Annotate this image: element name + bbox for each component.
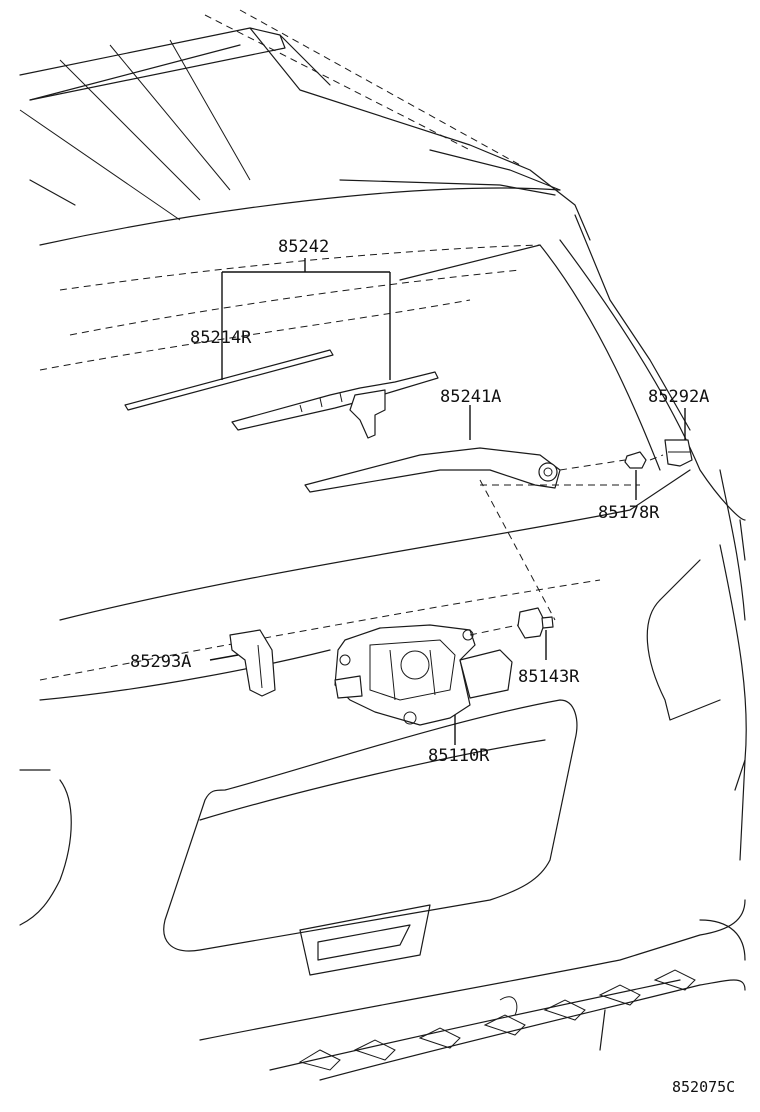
- rear-wiper-motor: [334, 624, 513, 726]
- label-85293A: 85293A: [130, 652, 191, 672]
- label-85292A: 85292A: [648, 387, 709, 407]
- label-85143R: 85143R: [518, 667, 580, 687]
- label-85178R: 85178R: [598, 503, 660, 523]
- figure-code: 852075C: [672, 1078, 735, 1096]
- assembly-lines: [469, 454, 664, 636]
- rear-wiper-cover: [229, 629, 276, 697]
- wiper-arm-nut: [624, 451, 647, 469]
- leader-lines: [209, 258, 686, 745]
- wiper-blade: [124, 349, 334, 411]
- label-85110R: 85110R: [428, 746, 490, 766]
- part-labels: 85242 85214R 85241A 85292A 85178R 85293A…: [130, 237, 735, 1096]
- wiper-blade-assembly: [231, 371, 439, 439]
- vehicle-body-outline: [19, 9, 747, 1081]
- pivot-cap: [517, 607, 554, 639]
- label-85242: 85242: [278, 237, 329, 257]
- wiper-arm-cap: [664, 439, 693, 467]
- label-85214R: 85214R: [190, 328, 252, 348]
- label-85241A: 85241A: [440, 387, 501, 407]
- wiper-arm: [304, 447, 561, 493]
